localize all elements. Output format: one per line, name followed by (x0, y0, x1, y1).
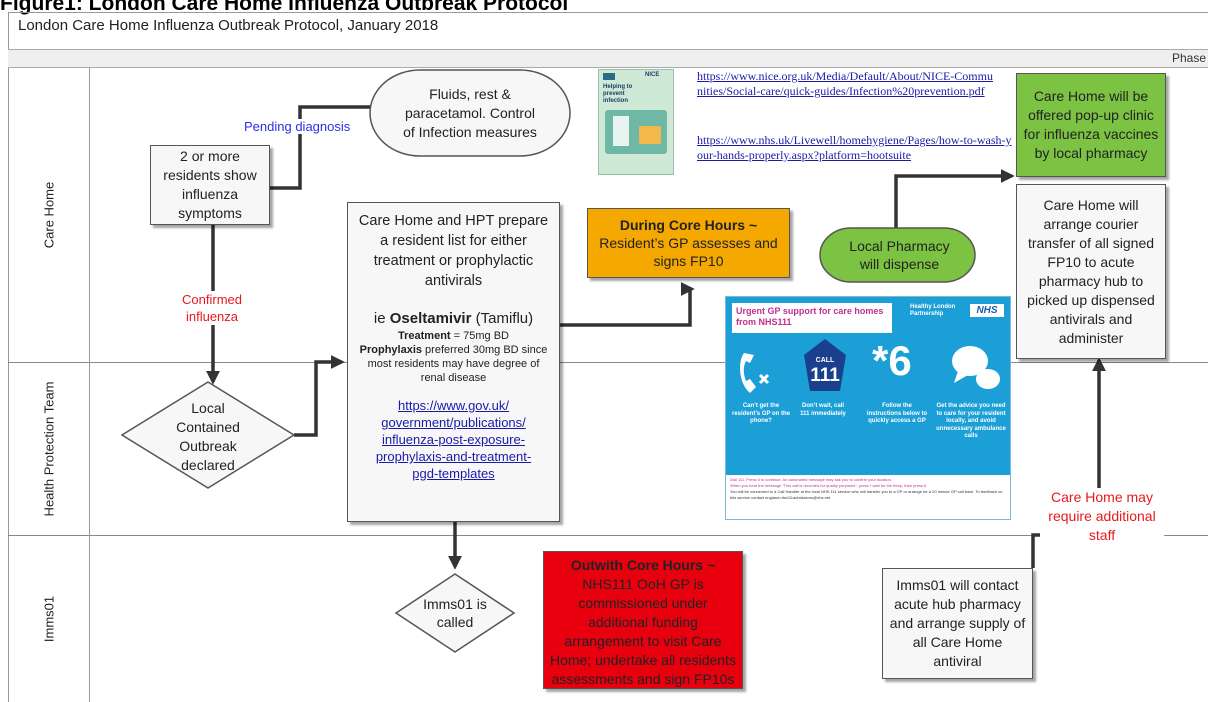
node-symptoms: 2 or more residents show influenza sympt… (150, 145, 270, 225)
phone-icon (740, 353, 770, 393)
edge-outbreak-to-list (294, 355, 345, 437)
nice-link[interactable]: https://www.nice.org.uk/Media/Default/Ab… (697, 69, 993, 98)
lane-header-care-home: Care Home (8, 68, 90, 362)
node-popup-clinic: Care Home will be offered pop-up clinic … (1016, 73, 1166, 177)
node-core-hours: During Core Hours ~ Resident’s GP assess… (587, 208, 790, 278)
edge-pharmacy-to-clinic (894, 169, 1015, 228)
treatment-dose: = 75mg BD (450, 330, 509, 342)
footer-line-2: When you hear the message "This call is … (730, 483, 928, 488)
nhs-handwash-link[interactable]: https://www.nhs.uk/Livewell/homehygiene/… (697, 133, 1012, 162)
outwith-body: NHS111 OoH GP is commissioned under addi… (550, 576, 736, 687)
poster-heading: Urgent GP support for care homes from NH… (732, 303, 892, 333)
core-hours-title: During Core Hours ~ (619, 217, 758, 233)
prophylaxis-dose: preferred 30mg BD since most residents m… (367, 344, 548, 384)
diagram-frame (8, 12, 1208, 702)
edge-label-pending: Pending diagnosis (244, 119, 351, 134)
document-title: London Care Home Influenza Outbreak Prot… (18, 17, 439, 34)
leaflet-chair-shape (639, 126, 661, 144)
node-courier-transfer: Care Home will arrange courier transfer … (1016, 184, 1166, 359)
nice-brand: NICE (645, 72, 660, 78)
step-4-text: Get the advice you need to care for your… (936, 403, 1006, 439)
phase-label: Phase (1171, 51, 1206, 65)
node-outbreak-declared: Local Contained Outbreak declared (176, 400, 240, 473)
nice-leaflet-thumbnail: NICE Helping to prevent infection (598, 69, 674, 175)
core-hours-body: Resident’s GP assesses and signs FP10 (599, 235, 778, 269)
nhs111-poster: Urgent GP support for care homes from NH… (725, 296, 1011, 520)
pharmacy-pill-shape (819, 227, 976, 283)
lane-header-imms01: Imms01 (8, 535, 90, 702)
call-number: 111 (810, 365, 840, 386)
node-outwith-core-hours: Outwith Core Hours ~ NHS111 OoH GP is co… (543, 551, 743, 689)
prophylaxis-label: Prophylaxis (359, 344, 422, 356)
gov-uk-pgd-link[interactable]: https://www.gov.uk/ government/publicati… (375, 398, 532, 481)
drug-name: Oseltamivir (389, 310, 472, 327)
footer-line-1: Dial 111. Press 6 to continue. An automa… (730, 477, 892, 482)
phase-header: Phase (8, 49, 1208, 68)
drug-prefix: ie (373, 310, 390, 327)
node-local-pharmacy: Local Pharmacy will dispense (849, 238, 950, 272)
diamond-shape-imms (394, 573, 516, 653)
figure-title: Figure1: London Care Home Influenza Outb… (0, 0, 569, 15)
edge-list-to-core (560, 282, 695, 327)
step-3-text: Follow the instructions below to quickly… (866, 403, 928, 424)
node-fluids-rest: Fluids, rest & paracetamol. Control of I… (403, 85, 537, 140)
leaflet-title: Helping to prevent infection (603, 84, 633, 104)
poster-footer: Dial 111. Press 6 to continue. An automa… (726, 475, 1010, 519)
call-word: CALL (815, 357, 835, 364)
drug-suffix: (Tamiflu) (471, 310, 534, 327)
nhs-logo: NHS (970, 304, 1004, 317)
edge-pending-diagnosis (270, 100, 389, 190)
leaflet-window-shape (613, 116, 629, 146)
drug-line: ie Oseltamivir (Tamiflu) (374, 309, 533, 329)
press-star-six: *6 (872, 337, 912, 384)
treatment-line: Treatment = 75mg BD (398, 329, 509, 343)
footer-line-3: You will be connected to a Call Handler … (730, 489, 1003, 500)
outwith-title: Outwith Core Hours ~ (570, 557, 716, 573)
leaflet-logo-icon (603, 73, 615, 80)
lane-divider (8, 535, 1208, 536)
diamond-shape-outbreak (120, 381, 296, 489)
edge-label-additional-staff: Care Home may require additional staff (1040, 488, 1164, 545)
lane-header-hpt: Health Protection Team (8, 362, 90, 535)
rounded-node-shape (369, 69, 571, 157)
node-imms01-called: Imms01 is called (423, 596, 487, 630)
node-resident-list: Care Home and HPT prepare a resident lis… (347, 202, 560, 522)
resident-list-intro: Care Home and HPT prepare a resident lis… (358, 213, 549, 289)
speech-bubbles-icon (952, 346, 1000, 389)
poster-partnership: Healthy London Partnership (910, 304, 956, 317)
edge-label-confirmed: Confirmed influenza (176, 291, 248, 325)
step-2-text: Don’t wait, call 111 immediately (800, 403, 846, 417)
call-111-icon (804, 339, 846, 391)
step-1-text: Can’t get the resident’s GP on the phone… (732, 403, 791, 424)
node-imms01-contact: Imms01 will contact acute hub pharmacy a… (882, 568, 1033, 679)
lane-divider (8, 362, 1208, 363)
prophylaxis-line: Prophylaxis preferred 30mg BD since most… (354, 343, 553, 385)
treatment-label: Treatment (398, 330, 451, 342)
